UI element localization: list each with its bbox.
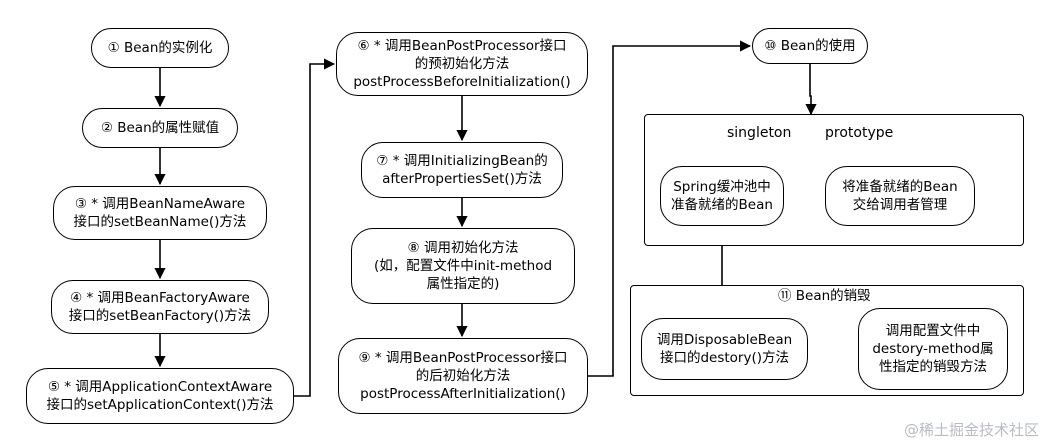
watermark: @稀土掘金技术社区 (903, 421, 1039, 439)
destroy-group-title: ⑪ Bean的销毁 (778, 288, 871, 304)
node-disposable-bean: 调用DisposableBean 接口的destory()方法 (641, 318, 808, 380)
node-bean-usage: ⑩ Bean的使用 (752, 28, 868, 64)
node-instantiation: ① Bean的实例化 (91, 28, 229, 68)
node-initializing-bean: ⑦ * 调用InitializingBean的 afterPropertiesS… (361, 142, 563, 198)
edge-10-usage (805, 64, 817, 116)
edge-9-10 (588, 40, 752, 377)
node-bean-name-aware: ③ * 调用BeanNameAware 接口的setBeanName()方法 (53, 186, 267, 240)
node-bean-factory-aware: ④ * 调用BeanFactoryAware 接口的setBeanFactory… (51, 280, 269, 334)
node-before-initialization: ⑥ * 调用BeanPostProcessor接口 的预初始化方法 postPr… (336, 32, 588, 96)
label-singleton: singleton (726, 125, 793, 141)
node-application-context-aware: ⑤ * 调用ApplicationContextAware 接口的setAppl… (26, 368, 294, 424)
label-prototype: prototype (824, 125, 895, 141)
node-destroy-method: 调用配置文件中 destory-method属 性指定的销毁方法 (858, 308, 1008, 390)
edge-5-6 (294, 58, 336, 397)
node-spring-cache: Spring缓冲池中 准备就绪的Bean (660, 166, 784, 226)
node-handover-caller: 将准备就绪的Bean 交给调用者管理 (825, 166, 975, 226)
node-init-method: ⑧ 调用初始化方法 (如，配置文件中init-method 属性指定的) (351, 228, 575, 304)
node-after-initialization: ⑨ * 调用BeanPostProcessor接口 的后初始化方法 postPr… (338, 338, 588, 414)
node-property-assignment: ② Bean的属性赋值 (82, 108, 238, 148)
